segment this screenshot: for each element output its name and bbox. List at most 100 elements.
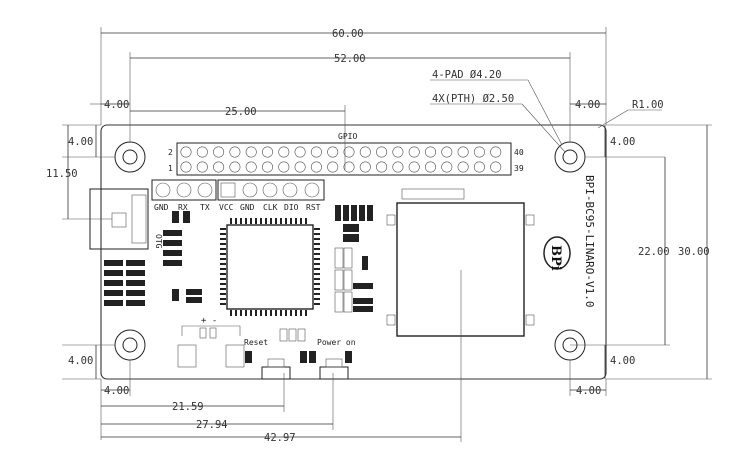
ic-pin	[314, 233, 320, 235]
dim-header-offset-value: 25.00	[225, 106, 257, 118]
dim-hole-offset-bottom-right-value: 4.00	[576, 385, 601, 397]
pin-number-40: 40	[514, 148, 524, 157]
bpi-logo: BPi	[543, 236, 571, 271]
ic-pin	[265, 218, 267, 224]
uart-header: GND RX TX	[151, 179, 217, 212]
gpio-pin	[213, 146, 225, 158]
gpio-pin	[229, 161, 241, 173]
component-cluster-left	[104, 211, 202, 306]
gpio-pin	[424, 161, 436, 173]
component-cluster-right	[334, 205, 373, 313]
gpio-pin	[245, 146, 257, 158]
dim-hole-offset-left-top-value: 4.00	[104, 99, 129, 111]
gpio-pin	[392, 146, 404, 158]
ic-pin	[314, 288, 320, 290]
gpio-pin	[327, 161, 339, 173]
otg-label: OTG	[154, 234, 163, 249]
ic-pin	[255, 310, 257, 316]
ic-pin	[220, 303, 226, 305]
ic-pin	[245, 218, 247, 224]
dim-module-offset-value: 42.97	[264, 432, 296, 444]
uart-label-tx: TX	[200, 203, 210, 212]
ic-pins	[220, 218, 320, 316]
ic-pin	[314, 258, 320, 260]
pin-number-39: 39	[514, 164, 524, 173]
dim-hole-offset-left-bottom: 4.00	[62, 344, 115, 380]
uart-label-rx: RX	[178, 203, 188, 212]
dim-overall-height-value: 30.00	[678, 246, 710, 258]
gpio-pin	[180, 161, 192, 173]
ic-pin	[265, 310, 267, 316]
gpio-pin	[327, 146, 339, 158]
ic-pin	[270, 310, 272, 316]
dim-hole-offset-bottom-right: 4.00	[569, 360, 607, 397]
ic-pin	[220, 278, 226, 280]
dim-hole-offset-right-bottom: 4.00	[604, 345, 635, 379]
debug-header: VCC GND CLK DIO RST	[217, 179, 325, 212]
main-ic	[220, 218, 320, 316]
dim-usb-offset: 11.50	[46, 125, 112, 220]
ic-pin	[314, 273, 320, 275]
ic-pin	[285, 310, 287, 316]
debug-label-vcc: VCC	[219, 203, 234, 212]
ic-pin	[270, 218, 272, 224]
dim-power-offset: 27.94	[101, 373, 334, 431]
ic-pin	[314, 243, 320, 245]
gpio-pin	[310, 161, 322, 173]
ic-pin	[260, 218, 262, 224]
ic-pin	[220, 273, 226, 275]
ic-pin	[300, 310, 302, 316]
dim-hole-offset-right-bottom-value: 4.00	[610, 355, 635, 367]
gpio-pin	[490, 146, 502, 158]
gpio-pin	[473, 146, 485, 158]
ic-pin	[295, 310, 297, 316]
ic-pin	[220, 263, 226, 265]
dim-hole-offset-top-right-value: 4.00	[610, 136, 635, 148]
ic-pin	[220, 258, 226, 260]
gpio-pin	[392, 161, 404, 173]
dim-hole-spacing-x-value: 52.00	[334, 53, 366, 65]
gpio-pin	[424, 146, 436, 158]
gpio-pin	[261, 146, 273, 158]
dim-overall-width: 60.00	[100, 27, 607, 125]
gpio-pin	[457, 161, 469, 173]
ic-pin	[245, 310, 247, 316]
gpio-label: GPIO	[338, 132, 357, 141]
gpio-pin	[343, 161, 355, 173]
gpio-pin	[180, 146, 192, 158]
gpio-pin	[343, 146, 355, 158]
ic-pin	[314, 238, 320, 240]
ic-pin	[220, 238, 226, 240]
gpio-pin	[278, 146, 290, 158]
gpio-pin	[294, 161, 306, 173]
ic-pin	[305, 310, 307, 316]
dim-hole-spacing-x: 52.00	[129, 52, 571, 142]
battery-polarity: + -	[201, 316, 217, 326]
gpio-pin	[473, 161, 485, 173]
ic-pin	[314, 253, 320, 255]
ic-pin	[240, 218, 242, 224]
dim-hole-offset-bottom-left: 4.00	[100, 360, 131, 440]
ic-pin	[314, 268, 320, 270]
ic-pin	[220, 288, 226, 290]
gpio-header: GPIO 2 1 40 39	[168, 132, 524, 176]
ic-pin	[314, 263, 320, 265]
dim-hole-offset-bottom-left-value: 4.00	[104, 385, 129, 397]
ic-pin	[314, 298, 320, 300]
ic-pin	[275, 218, 277, 224]
gpio-pin	[376, 146, 388, 158]
gpio-pin	[376, 161, 388, 173]
ic-pin	[220, 298, 226, 300]
gpio-pin	[441, 161, 453, 173]
ic-pin	[314, 228, 320, 230]
dim-hole-spacing-y-value: 22.00	[638, 246, 670, 258]
dim-overall-height: 30.00	[606, 124, 712, 380]
ic-pin	[295, 218, 297, 224]
debug-label-clk: CLK	[263, 203, 278, 212]
ic-pin	[250, 310, 252, 316]
ic-pin	[314, 293, 320, 295]
gpio-pin	[310, 146, 322, 158]
component-cluster-bottom	[245, 328, 352, 363]
reset-button: Reset	[244, 338, 291, 380]
ic-pin	[220, 253, 226, 255]
